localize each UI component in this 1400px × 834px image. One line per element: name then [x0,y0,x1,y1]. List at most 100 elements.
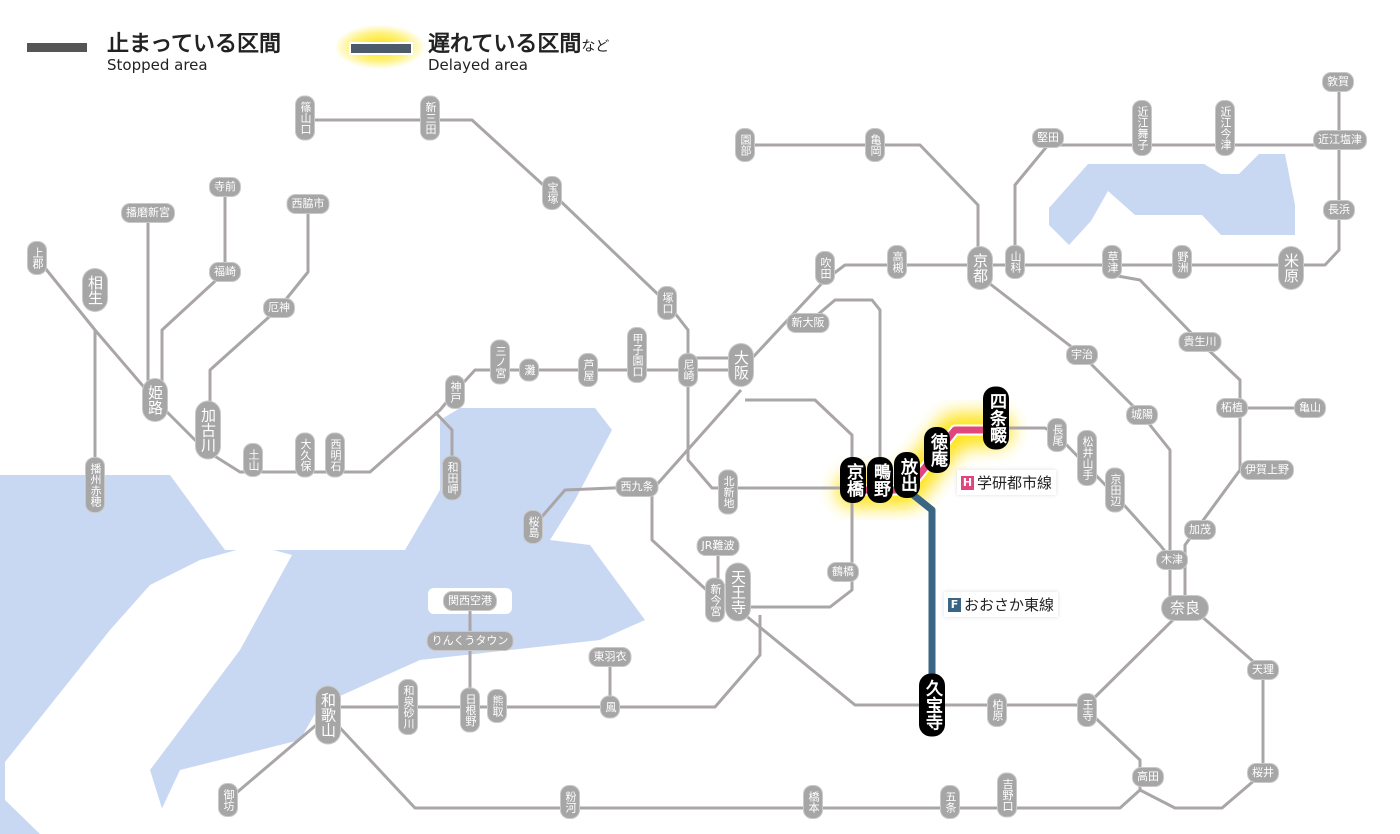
station-55[interactable]: 亀山 [1295,399,1325,417]
legend-stopped-swatch [27,43,87,52]
awaji-island [5,545,292,834]
station-0[interactable]: 篠山口 [296,96,314,140]
station-62[interactable]: 長浜 [1324,201,1354,219]
station-12[interactable]: 大久保 [296,433,314,477]
station-77[interactable]: 和泉砂川 [399,680,417,734]
station-21[interactable]: 福崎 [210,263,240,281]
station-67[interactable]: 堅田 [1033,129,1063,147]
station-31[interactable]: 大阪 [729,344,753,386]
legend-delayed-label-en: Delayed area [428,56,528,74]
station-83[interactable]: 関西空港 [444,592,496,610]
station-28[interactable]: 吹田 [816,252,834,284]
station-48[interactable]: 柏原 [988,694,1006,726]
station-6[interactable]: 芦屋 [579,354,597,386]
station-34[interactable]: 北新地 [719,470,737,514]
station-70[interactable]: 高田 [1133,768,1163,786]
station-14[interactable]: 加古川 [196,401,220,459]
station-64[interactable]: 敦賀 [1323,73,1353,91]
station-4[interactable]: 尼崎 [679,354,697,386]
legend-stopped: 止まっている区間 Stopped area [107,26,281,74]
station-17[interactable]: 上郡 [28,242,46,274]
station-41[interactable]: 松井山手 [1078,431,1096,485]
station-47[interactable]: 久宝寺 [919,673,945,737]
legend-delayed-suffix: など [581,39,610,55]
station-49[interactable]: 王寺 [1078,694,1096,726]
line-kisei [227,713,329,802]
station-54[interactable]: 柘植 [1217,399,1247,417]
station-75[interactable]: 御坊 [219,784,237,816]
station-25[interactable]: 亀岡 [866,129,884,161]
station-16[interactable]: 相生 [83,269,107,311]
station-42[interactable]: 京田辺 [1106,468,1124,512]
station-69[interactable]: 桜井 [1248,764,1278,782]
station-61[interactable]: 米原 [1279,247,1303,289]
station-33[interactable]: 桜島 [524,511,542,543]
station-36[interactable]: 鴫野 [867,457,893,503]
station-66[interactable]: 近江舞子 [1133,101,1151,155]
station-20[interactable]: 寺前 [210,178,240,196]
station-38[interactable]: 徳庵 [924,427,950,473]
legend-stopped-label-en: Stopped area [107,56,208,74]
station-43[interactable]: JR難波 [697,537,739,555]
station-39[interactable]: 四条畷 [983,386,1009,450]
station-76[interactable]: 和歌山 [316,686,340,744]
line-sagano [745,143,980,268]
legend-delayed-label: 遅れている区間 [428,32,582,57]
station-24[interactable]: 園部 [736,129,754,161]
station-63[interactable]: 近江塩津 [1314,131,1366,149]
station-8[interactable]: 三ノ宮 [491,340,509,384]
station-5[interactable]: 甲子園口 [628,328,646,382]
line-wakayama [326,713,1142,810]
station-37[interactable]: 放出 [894,452,920,498]
station-53[interactable]: 伊賀上野 [1241,461,1293,479]
station-80[interactable]: 鳳 [601,696,619,718]
station-72[interactable]: 五条 [941,786,959,818]
station-73[interactable]: 橋本 [804,786,822,818]
station-51[interactable]: 木津 [1157,551,1187,569]
station-60[interactable]: 野洲 [1173,246,1191,278]
station-2[interactable]: 宝塚 [543,177,561,209]
station-26[interactable]: 京都 [968,247,992,289]
station-35[interactable]: 京橋 [840,457,866,503]
station-45[interactable]: 天王寺 [726,563,750,621]
station-65[interactable]: 近江今津 [1216,101,1234,155]
line-label-gakkentoshi[interactable]: H 学研都市線 [957,470,1057,495]
station-19[interactable]: 播磨新宮 [122,204,174,222]
station-59[interactable]: 草津 [1103,246,1121,278]
station-58[interactable]: 貴生川 [1179,333,1221,351]
line-name: おおさか東線 [964,596,1055,614]
station-78[interactable]: 日根野 [461,688,479,732]
station-81[interactable]: 東羽衣 [589,648,631,666]
station-82[interactable]: りんくうタウン [427,632,513,650]
station-52[interactable]: 加茂 [1185,521,1215,539]
station-30[interactable]: 新大阪 [787,314,829,332]
station-18[interactable]: 播州赤穂 [86,458,104,512]
station-68[interactable]: 天理 [1248,661,1278,679]
station-40[interactable]: 長尾 [1048,419,1066,451]
station-3[interactable]: 塚口 [658,287,676,319]
line-osaka-loop [650,389,854,609]
station-10[interactable]: 和田岬 [443,456,461,500]
station-27[interactable]: 山科 [1006,246,1024,278]
station-79[interactable]: 熊取 [488,690,506,722]
station-15[interactable]: 姫路 [143,379,167,421]
station-29[interactable]: 高槻 [888,246,906,278]
station-9[interactable]: 神戸 [446,376,464,408]
station-46[interactable]: 鶴橋 [828,563,858,581]
station-56[interactable]: 城陽 [1127,406,1157,424]
station-11[interactable]: 西明石 [326,433,344,477]
station-57[interactable]: 宇治 [1067,346,1097,364]
station-71[interactable]: 吉野口 [998,773,1016,817]
station-50[interactable]: 奈良 [1161,596,1209,620]
station-23[interactable]: 厄神 [264,299,294,317]
line-label-osaka-higashi[interactable]: F おおさか東線 [944,592,1059,617]
station-74[interactable]: 粉河 [561,786,579,818]
station-44[interactable]: 新今宮 [706,578,724,622]
line-hanwa [328,615,762,709]
station-22[interactable]: 西脇市 [287,195,329,213]
station-1[interactable]: 新三田 [421,96,439,140]
station-32[interactable]: 西九条 [616,478,658,496]
station-13[interactable]: 土山 [244,444,262,476]
line-name: 学研都市線 [977,474,1053,492]
station-7[interactable]: 灘 [520,359,538,381]
